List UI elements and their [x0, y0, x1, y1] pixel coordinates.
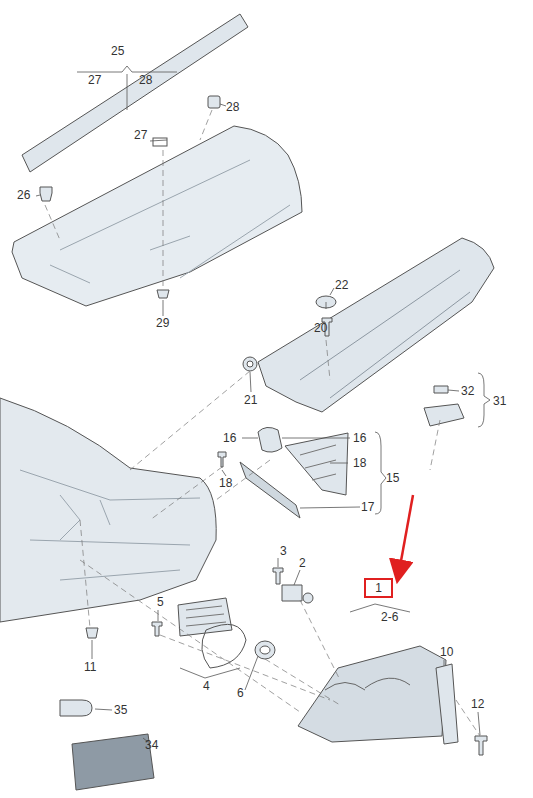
callout-number: 32: [460, 384, 475, 398]
part-number: 1: [366, 581, 391, 595]
callout-number: 22: [334, 278, 349, 292]
callout-number: 28: [138, 73, 153, 87]
callout-number: 16: [222, 431, 237, 445]
callout-number: 18: [218, 476, 233, 490]
callout-number: 5: [156, 595, 165, 609]
callout-number: 26: [16, 188, 31, 202]
callout-number: 10: [439, 645, 454, 659]
callout-number: 15: [385, 471, 400, 485]
callout-number: 16: [352, 431, 367, 445]
callout-number: 6: [236, 686, 245, 700]
callout-number: 27: [133, 128, 148, 142]
callout-number: 2: [298, 556, 307, 570]
callout-number: 18: [352, 456, 367, 470]
callout-number: 21: [243, 393, 258, 407]
callout-number: 25: [110, 44, 125, 58]
callout-number: 34: [144, 738, 159, 752]
callout-number: 27: [87, 73, 102, 87]
callout-number: 28: [225, 100, 240, 114]
callout-number: 2-6: [380, 610, 399, 624]
callout-number: 31: [492, 394, 507, 408]
callout-number: 11: [83, 660, 97, 674]
callout-number: 20: [313, 321, 328, 335]
callout-number: 35: [113, 703, 128, 717]
callout-number: 4: [202, 679, 211, 693]
highlight-box: 1: [364, 578, 393, 598]
callout-number: 29: [155, 316, 170, 330]
callout-number: 12: [470, 697, 485, 711]
callout-number: 17: [360, 500, 375, 514]
callout-number: 3: [279, 544, 288, 558]
